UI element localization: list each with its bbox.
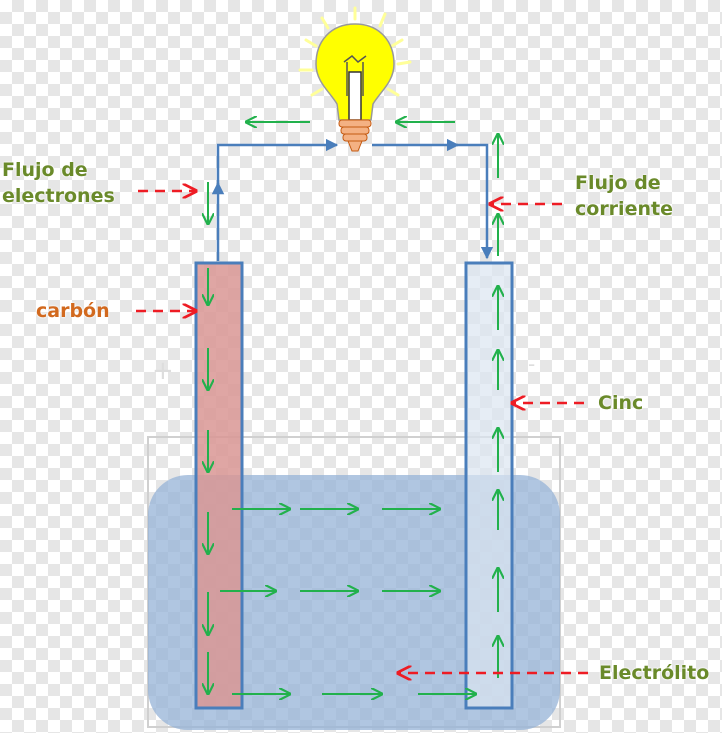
label-pointers [136,191,588,673]
zinc-label: Cinc [598,392,644,414]
flow-arrows [208,122,498,694]
electron-flow-label: Flujo de electrones [2,159,115,207]
positive-sign: + [152,356,174,386]
light-bulb-icon [298,6,412,152]
carbon-label: carbón [36,300,110,322]
current-flow-label: Flujo de corriente [575,172,673,220]
zinc-electrode [464,261,514,710]
carbon-electrode [194,261,244,710]
electrolyte-label: Electrólito [599,662,710,684]
electrolyte-liquid [148,475,560,730]
negative-sign: - [528,352,536,376]
circuit-wire [211,138,494,261]
